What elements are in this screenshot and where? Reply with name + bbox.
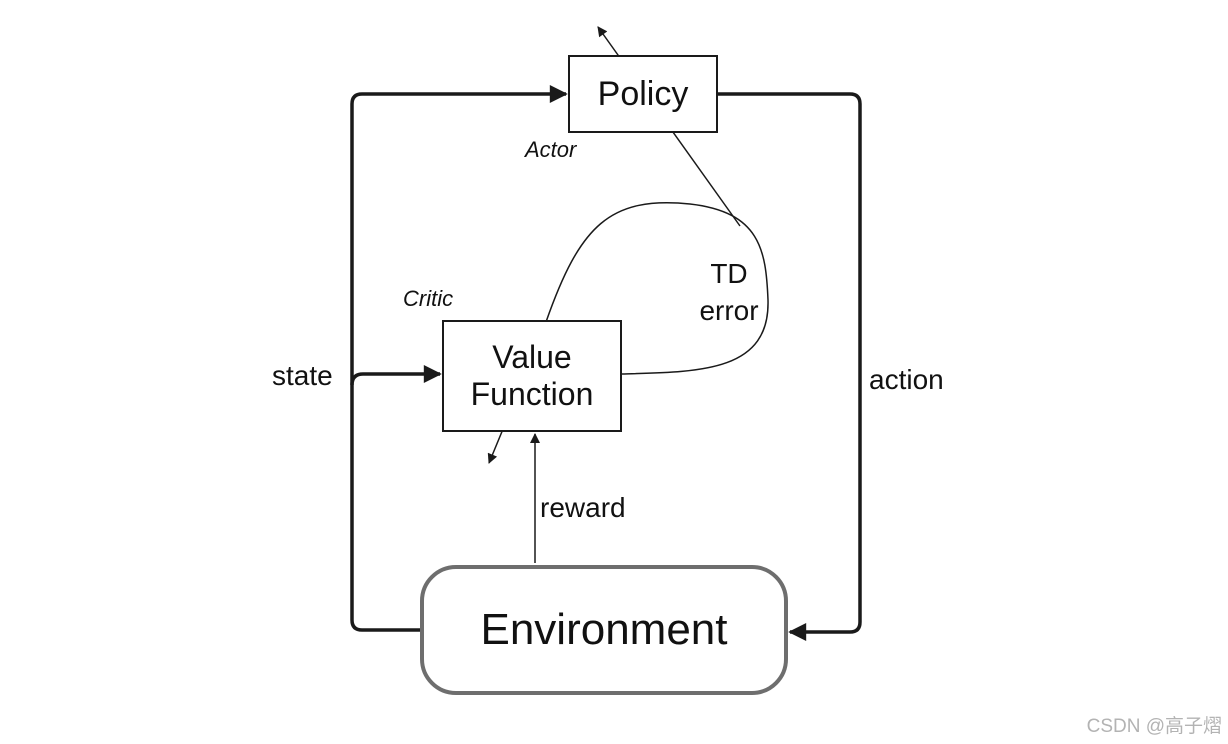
environment-label: Environment bbox=[480, 605, 728, 654]
state-to-value-function-arrow bbox=[350, 365, 442, 386]
td-error-loop bbox=[545, 202, 769, 375]
value-function-label-line2: Function bbox=[470, 376, 594, 412]
td-error-label: TD error bbox=[686, 255, 772, 329]
critic-label: Critic bbox=[403, 286, 454, 311]
action-arrow bbox=[718, 92, 862, 641]
action-label: action bbox=[869, 364, 944, 395]
policy-label: Policy bbox=[597, 74, 689, 113]
state-to-policy-arrow bbox=[350, 85, 568, 632]
environment-box: Environment bbox=[420, 565, 788, 695]
value-function-box: Value Function bbox=[442, 320, 622, 432]
state-label: state bbox=[272, 360, 333, 391]
actor-label: Actor bbox=[525, 137, 577, 162]
watermark: CSDN @高子熠 bbox=[1086, 716, 1222, 737]
td-error-label-line2: error bbox=[699, 295, 759, 326]
value-function-label-line1: Value bbox=[492, 339, 572, 375]
policy-box: Policy bbox=[568, 55, 718, 133]
reward-label: reward bbox=[540, 492, 626, 523]
td-error-label-line1: TD bbox=[710, 258, 748, 289]
